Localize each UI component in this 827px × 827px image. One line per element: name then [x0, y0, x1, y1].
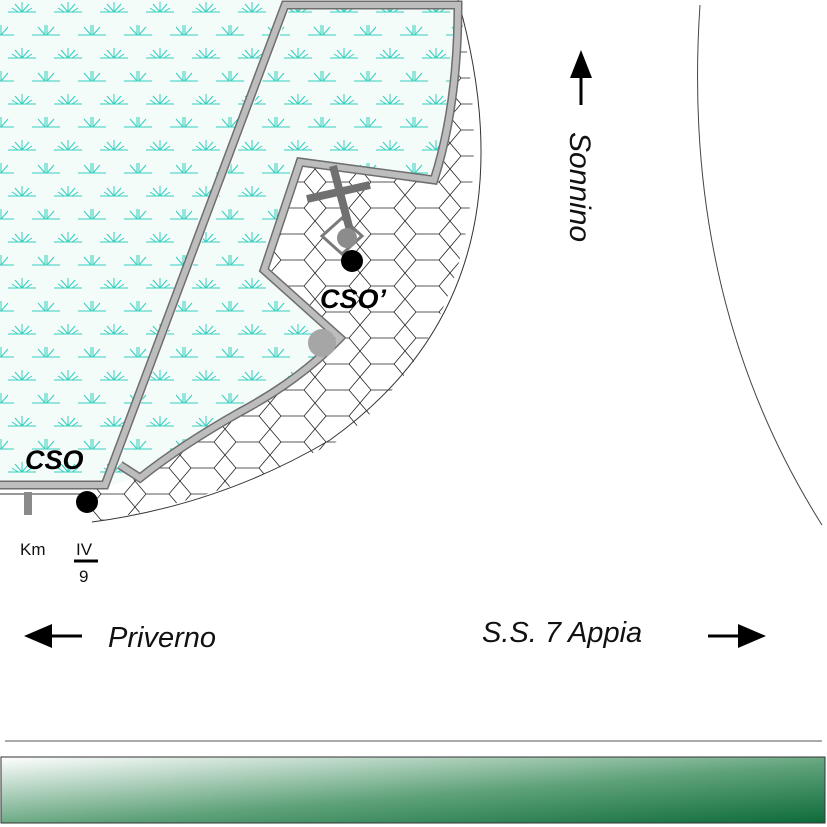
km-denominator: 9: [79, 567, 88, 586]
road-curve: [697, 4, 823, 526]
road-label: S.S. 7 Appia: [482, 617, 642, 649]
cso-dot: [76, 491, 98, 513]
gradient-band: [0, 756, 826, 824]
cso-label: CSO: [25, 445, 84, 475]
km-label: Km: [20, 540, 46, 559]
priverno-label: Priverno: [108, 622, 216, 654]
sonnino-label: Sonnino: [563, 132, 596, 242]
cso-prime-dot: [341, 250, 363, 272]
km-numerator: IV: [76, 540, 93, 559]
cso-prime-label: CSO’: [320, 284, 387, 314]
cross-icon: [306, 164, 371, 257]
km-marker: [24, 492, 32, 515]
arrow-right-icon: [708, 624, 766, 648]
arrow-left-icon: [24, 624, 82, 648]
gray-marker: [308, 329, 336, 357]
boundary-curve: [91, 0, 482, 523]
arrow-up-icon: [570, 50, 592, 105]
